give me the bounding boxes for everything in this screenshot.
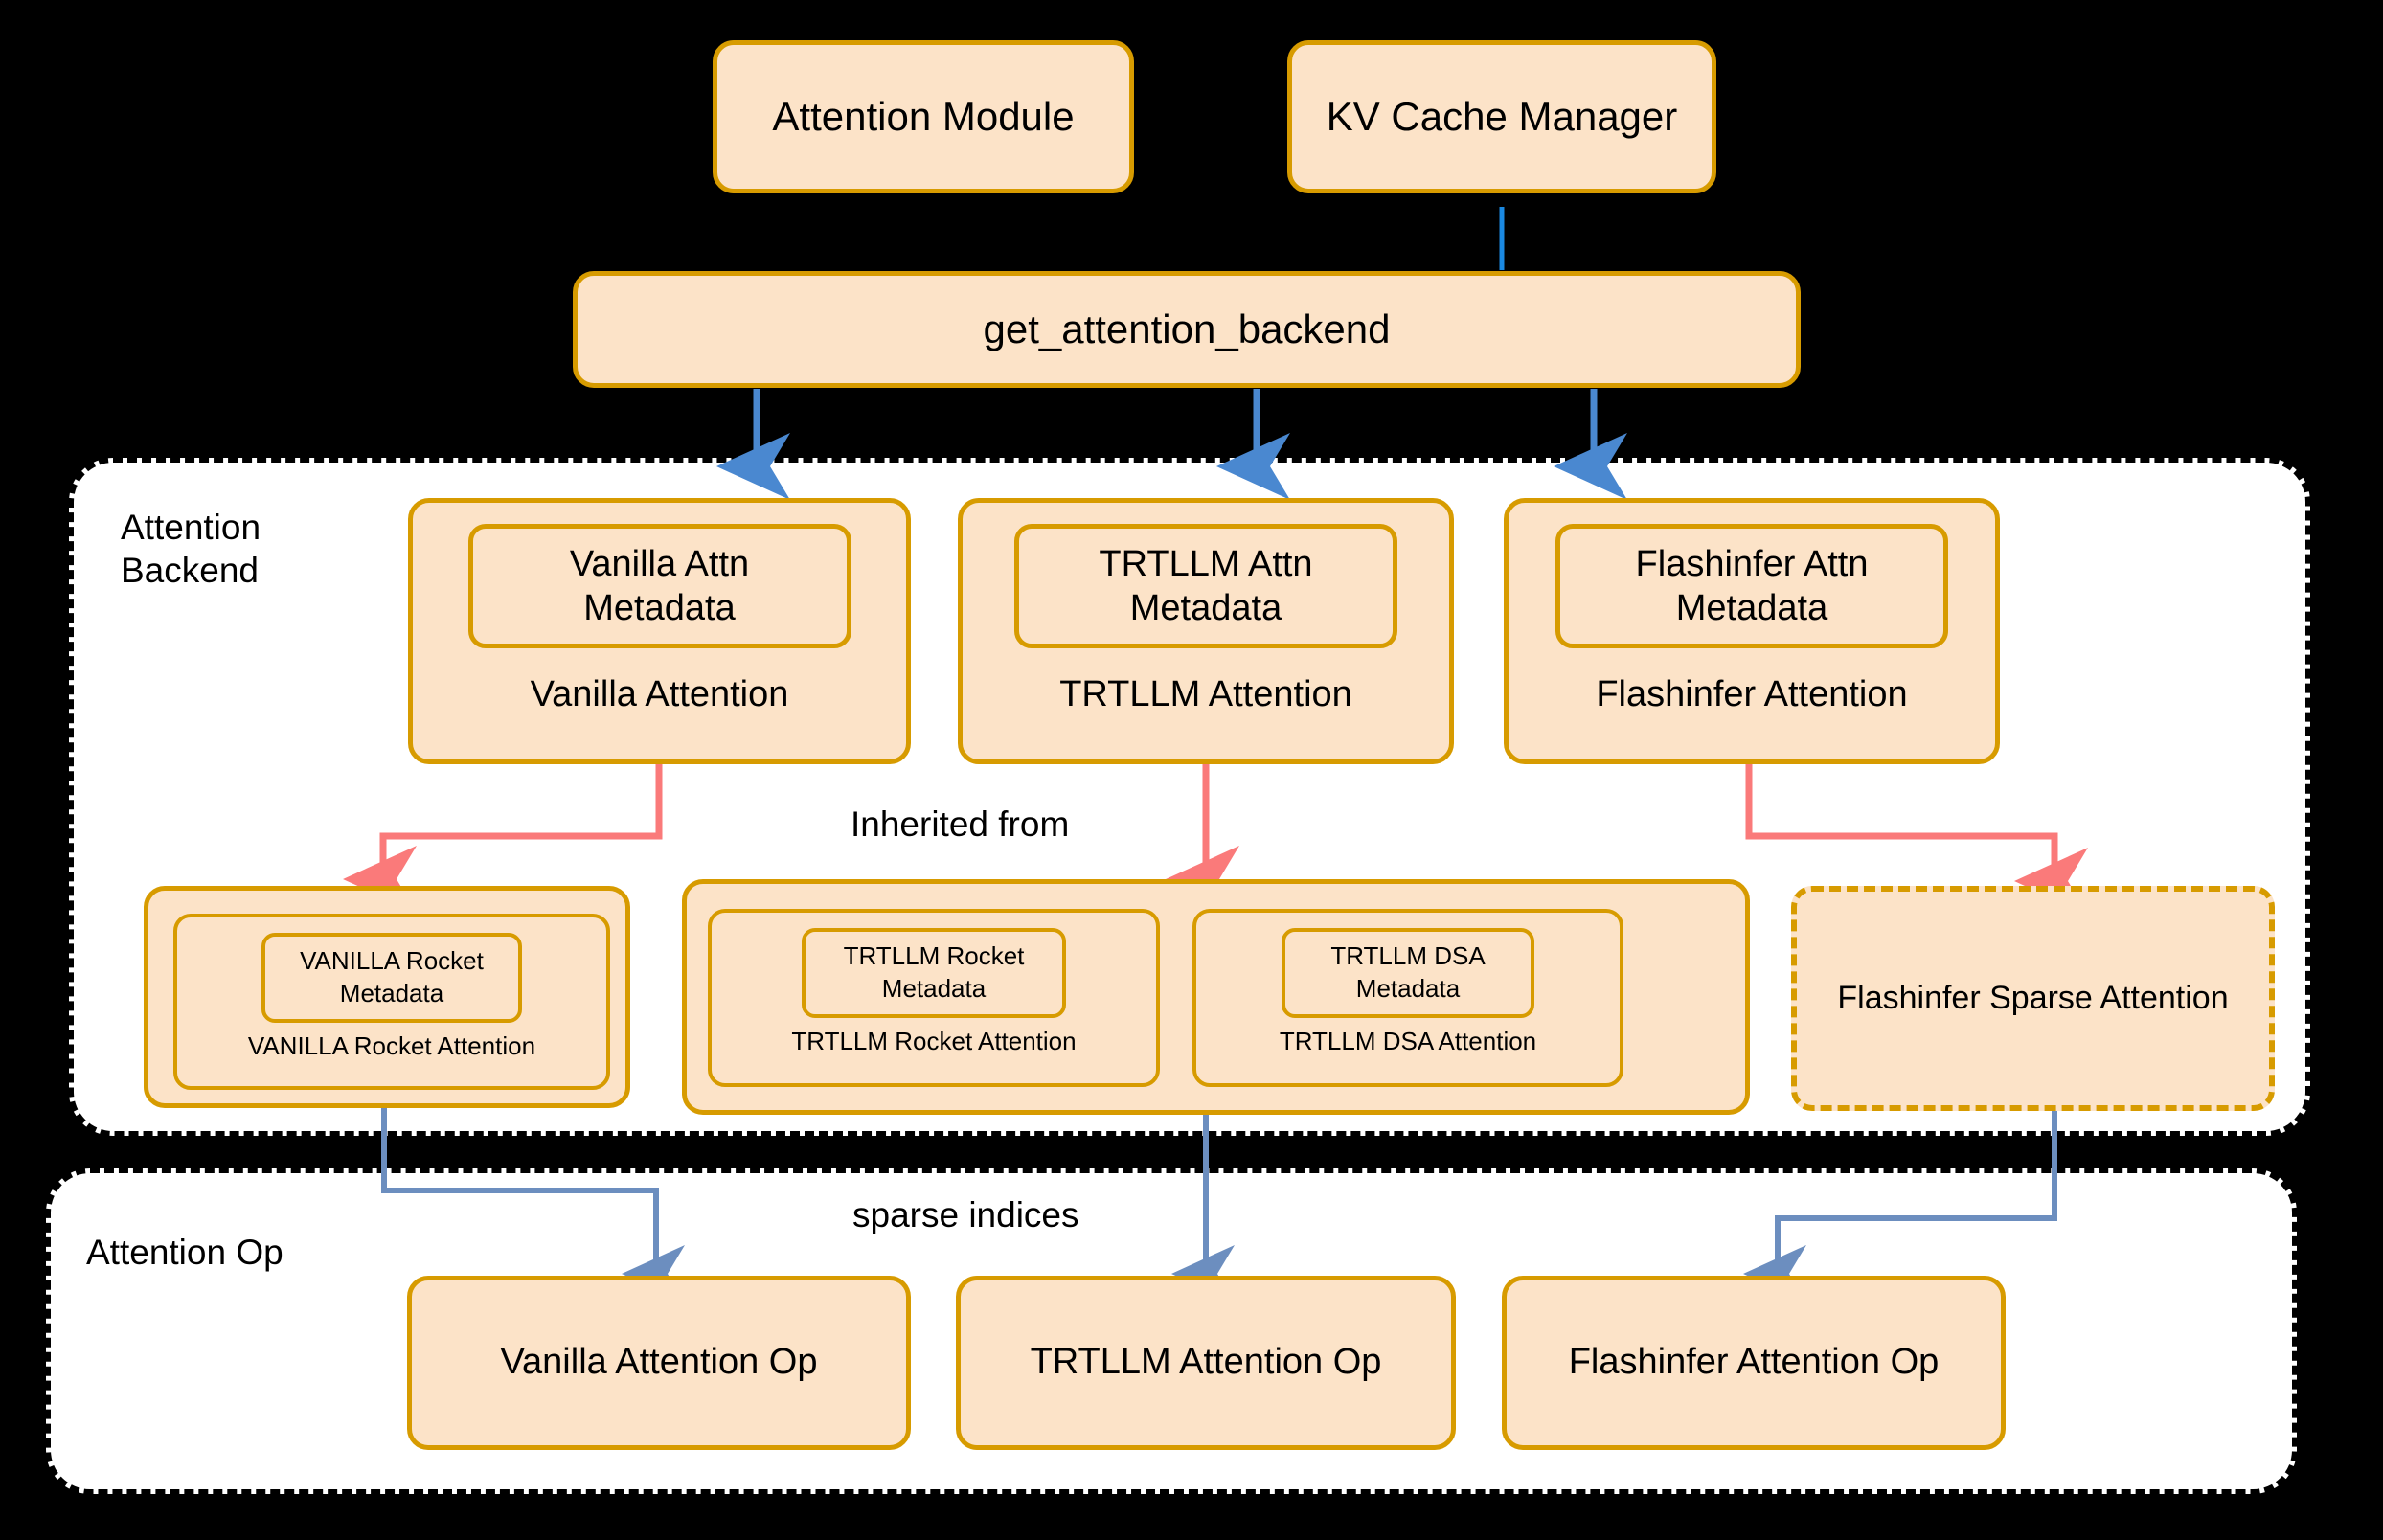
sparse-item-vanilla-rocket[interactable]: VANILLA Rocket Metadata VANILLA Rocket A…: [173, 914, 610, 1090]
node-kv-cache-manager[interactable]: KV Cache Manager: [1287, 40, 1716, 193]
sparse-item-trtllm-rocket[interactable]: TRTLLM Rocket Metadata TRTLLM Rocket Att…: [708, 909, 1160, 1087]
node-vanilla-attention-op[interactable]: Vanilla Attention Op: [407, 1276, 911, 1450]
node-trtllm-attention-op[interactable]: TRTLLM Attention Op: [956, 1276, 1456, 1450]
backend-title-vanilla: Vanilla Attention: [530, 674, 789, 714]
edge-label-inherited-from: Inherited from: [851, 804, 1070, 844]
section-attention-backend-label: Attention Backend: [121, 508, 261, 591]
node-flashinfer-attention-op[interactable]: Flashinfer Attention Op: [1502, 1276, 2006, 1450]
sparse-metadata-trtllm-rocket: TRTLLM Rocket Metadata: [802, 928, 1066, 1018]
sparse-metadata-trtllm-dsa: TRTLLM DSA Metadata: [1282, 928, 1534, 1018]
backend-card-trtllm[interactable]: TRTLLM Attn Metadata TRTLLM Attention: [958, 498, 1454, 764]
sparse-group-trtllm[interactable]: TRTLLM Rocket Metadata TRTLLM Rocket Att…: [682, 879, 1750, 1115]
sparse-metadata-vanilla-rocket: VANILLA Rocket Metadata: [261, 933, 522, 1023]
node-get-attention-backend[interactable]: get_attention_backend: [573, 271, 1801, 388]
backend-metadata-flashinfer: Flashinfer Attn Metadata: [1555, 524, 1948, 648]
sparse-item-trtllm-dsa[interactable]: TRTLLM DSA Metadata TRTLLM DSA Attention: [1192, 909, 1623, 1087]
sparse-title-vanilla-rocket: VANILLA Rocket Attention: [247, 1031, 536, 1060]
backend-title-trtllm: TRTLLM Attention: [1059, 674, 1352, 714]
backend-title-flashinfer: Flashinfer Attention: [1596, 674, 1908, 714]
backend-metadata-trtllm: TRTLLM Attn Metadata: [1014, 524, 1397, 648]
sparse-title-trtllm-rocket: TRTLLM Rocket Attention: [791, 1027, 1077, 1055]
sparse-group-vanilla[interactable]: VANILLA Rocket Metadata VANILLA Rocket A…: [144, 886, 630, 1108]
section-attention-op-label: Attention Op: [86, 1233, 284, 1272]
backend-card-flashinfer[interactable]: Flashinfer Attn Metadata Flashinfer Atte…: [1504, 498, 2000, 764]
edge-label-sparse-indices: sparse indices: [852, 1195, 1079, 1234]
backend-card-vanilla[interactable]: Vanilla Attn Metadata Vanilla Attention: [408, 498, 911, 764]
sparse-title-trtllm-dsa: TRTLLM DSA Attention: [1279, 1027, 1537, 1055]
node-flashinfer-sparse-attention[interactable]: Flashinfer Sparse Attention: [1791, 886, 2275, 1111]
node-attention-module[interactable]: Attention Module: [713, 40, 1134, 193]
backend-metadata-vanilla: Vanilla Attn Metadata: [467, 524, 851, 648]
